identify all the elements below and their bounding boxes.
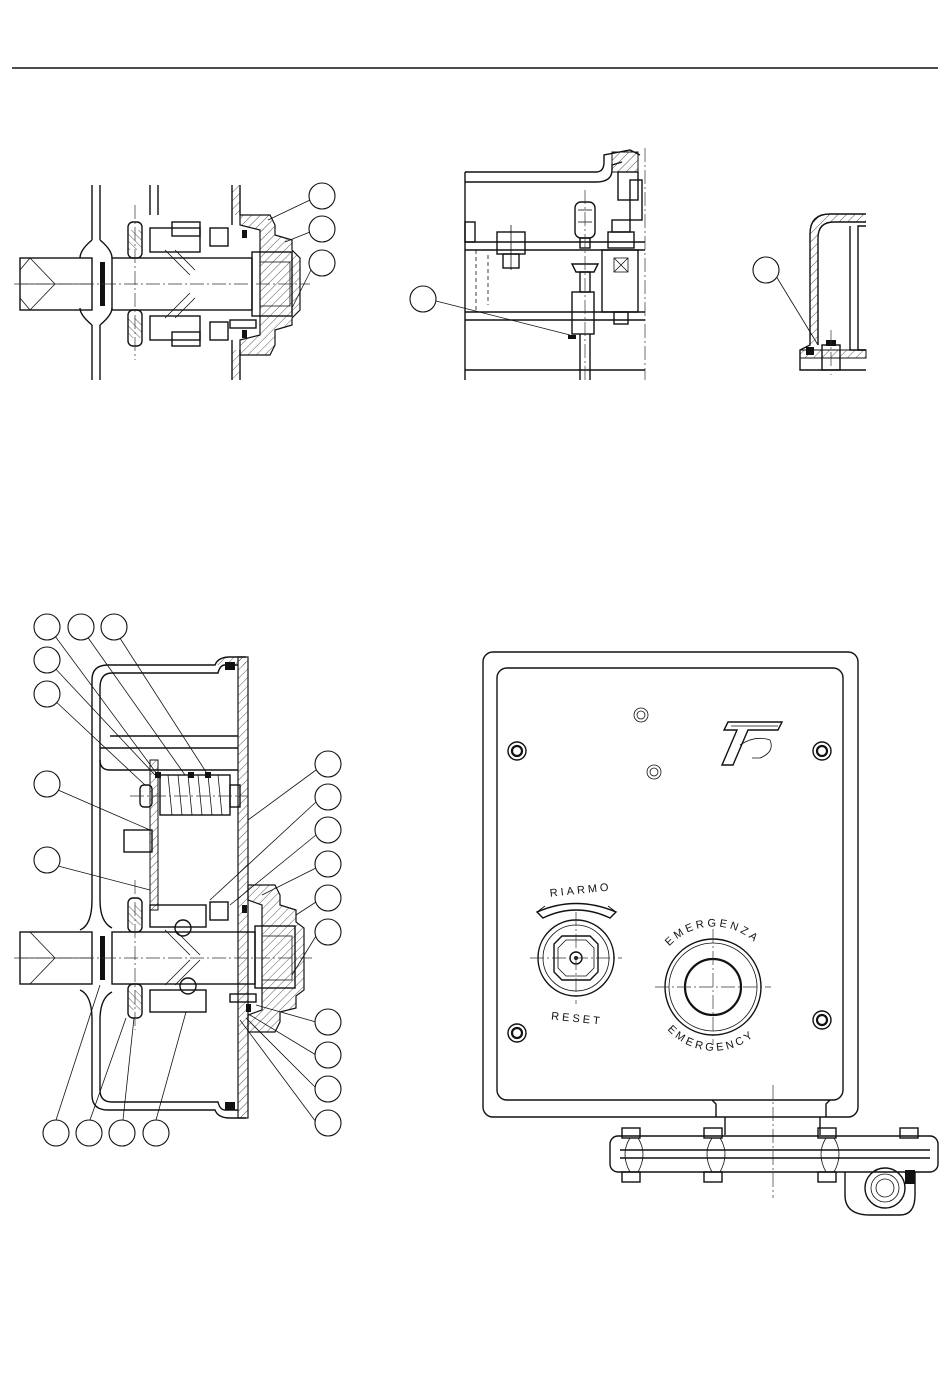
emergency-label-english: EMERGENCY — [665, 1023, 757, 1054]
pipe-fitting — [845, 1168, 915, 1215]
reset-label-english: RESET — [551, 1010, 604, 1027]
section-view-shaft-detail — [14, 183, 335, 380]
section-view-cover-detail — [753, 214, 866, 375]
screw-bottom-right — [813, 1011, 831, 1029]
screw-top-right — [813, 742, 831, 760]
reset-knob — [530, 904, 622, 1005]
screw-bottom-left — [508, 1024, 526, 1042]
section-view-main-assembly — [14, 614, 341, 1146]
front-view-control-panel: RIARMO RESET EMERGENZA EMERGENCY — [483, 652, 938, 1215]
section-view-valve-detail — [410, 148, 645, 380]
brand-logo — [722, 722, 782, 765]
screw-top-left — [508, 742, 526, 760]
emergency-label-italian: EMERGENZA — [663, 917, 762, 948]
reset-label-italian: RIARMO — [549, 881, 612, 899]
